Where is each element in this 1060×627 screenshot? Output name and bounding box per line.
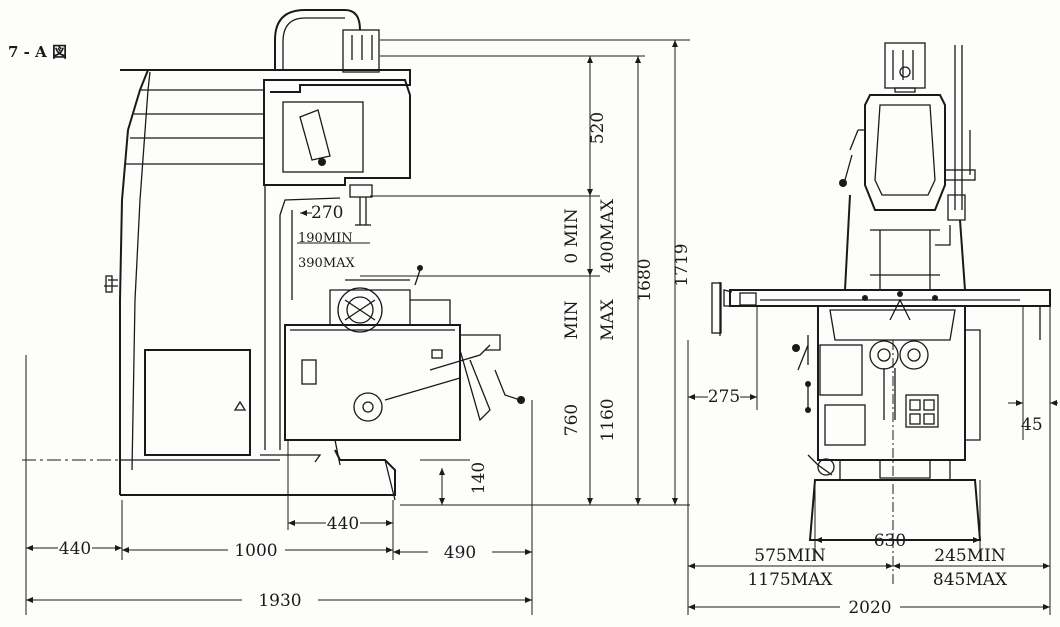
dim-2020: 2020 xyxy=(848,598,891,618)
dim-440-left: 440 xyxy=(59,539,91,559)
dim-760: 760 xyxy=(562,404,582,436)
dim-270: 270 xyxy=(311,203,343,223)
side-view-machine xyxy=(22,9,525,501)
front-view-machine xyxy=(711,42,1051,541)
dim-520: 520 xyxy=(588,112,608,144)
dim-390max: 390MAX xyxy=(298,256,356,271)
front-view-dimensions: 275 45 630 575MIN 1175MAX 245MIN 845MAX … xyxy=(687,306,1058,618)
dim-45: 45 xyxy=(1021,415,1043,435)
dim-1160: 1160 xyxy=(598,398,618,441)
dim-275: 275 xyxy=(708,387,740,407)
dim-140: 140 xyxy=(469,462,489,494)
side-view-dimensions: 270 190MIN 390MAX 520 0 MIN 400MAX MIN M… xyxy=(25,39,692,615)
dim-630: 630 xyxy=(874,531,906,551)
dim-440-table: 440 xyxy=(327,514,359,534)
dim-1930: 1930 xyxy=(258,591,301,611)
dim-1175max: 1175MAX xyxy=(747,570,833,590)
figure-label: 7 - A 図 xyxy=(8,43,67,61)
dim-1719: 1719 xyxy=(672,243,692,286)
dim-min: MIN xyxy=(562,300,582,339)
dim-400max: 400MAX xyxy=(598,198,618,273)
dim-490: 490 xyxy=(444,543,476,563)
dim-245min: 245MIN xyxy=(934,546,1006,566)
dim-max: MAX xyxy=(598,298,618,341)
dim-1680: 1680 xyxy=(635,258,655,301)
dim-0min: 0 MIN xyxy=(562,208,582,263)
dim-845max: 845MAX xyxy=(933,570,1008,590)
dim-190min: 190MIN xyxy=(298,231,353,246)
dim-575min: 575MIN xyxy=(754,546,826,566)
dim-1000: 1000 xyxy=(234,541,277,561)
